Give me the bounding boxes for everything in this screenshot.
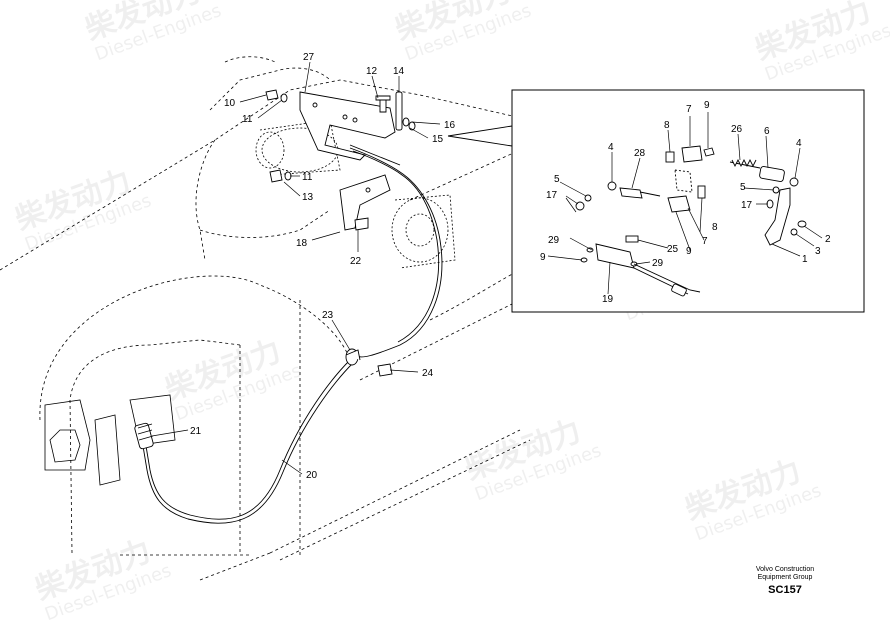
detail-callout-28: 28 (634, 148, 646, 159)
callout-13: 13 (302, 192, 314, 203)
detail-callout-29: 29 (548, 235, 560, 246)
callout-20: 20 (306, 470, 318, 481)
detail-callout-3: 3 (815, 246, 821, 257)
caption-org-line1: Volvo Construction (755, 566, 815, 573)
callout-14: 14 (393, 66, 405, 77)
detail-inset (447, 89, 865, 313)
detail-callout-17b: 17 (741, 200, 753, 211)
diagram-code: SC157 (768, 584, 802, 596)
cab-details (44, 394, 176, 486)
callout-11: 11 (242, 114, 253, 125)
leader-lines (151, 61, 823, 475)
detail-callout-1: 1 (802, 254, 808, 265)
callout-15: 15 (432, 134, 444, 145)
detail-callout-9b: 9 (686, 246, 692, 257)
detail-callout-7b: 7 (702, 236, 708, 247)
knob-21 (134, 422, 154, 450)
detail-parts (575, 145, 807, 297)
callout-24: 24 (422, 368, 434, 379)
detail-callout-4: 4 (608, 142, 614, 153)
diagram-caption: Volvo Construction Equipment Group SC157 (735, 566, 835, 596)
callout-12: 12 (366, 66, 378, 77)
detail-callout-4b: 4 (796, 138, 802, 149)
callout-16: 16 (444, 120, 456, 131)
callout-27: 27 (303, 52, 315, 63)
bolt-22 (354, 217, 369, 231)
clamp-23 (345, 348, 361, 366)
bolt-15-16 (402, 117, 416, 131)
bracket-27 (299, 91, 396, 161)
detail-callout-25: 25 (667, 244, 679, 255)
detail-callout-9c: 9 (540, 252, 546, 263)
detail-callout-8: 8 (664, 120, 670, 131)
detail-callout-5: 5 (554, 174, 560, 185)
callout-22: 22 (350, 256, 362, 267)
bolt-10 (265, 89, 288, 103)
bolt-24 (377, 363, 393, 377)
throttle-cable-20 (141, 144, 443, 524)
callout-10: 10 (224, 98, 236, 109)
link-14 (395, 91, 403, 131)
detail-callout-6: 6 (764, 126, 770, 137)
detail-callout-2: 2 (825, 234, 831, 245)
callout-labels: 27 12 14 10 11 16 15 11 13 18 22 23 24 2… (190, 52, 831, 481)
detail-callout-19: 19 (602, 294, 614, 305)
callout-11b: 11 (302, 172, 313, 183)
caption-org-line2: Equipment Group (757, 574, 813, 581)
callout-21: 21 (190, 426, 202, 437)
detail-callout-17: 17 (546, 190, 558, 201)
bolt-13 (269, 169, 292, 183)
callout-18: 18 (296, 238, 308, 249)
detail-callout-7: 7 (686, 104, 692, 115)
callout-23: 23 (322, 310, 334, 321)
detail-callout-9: 9 (704, 100, 710, 111)
bolt-12 (375, 95, 391, 113)
detail-callout-26: 26 (731, 124, 743, 135)
detail-callout-29b: 29 (652, 258, 664, 269)
detail-callout-8b: 8 (712, 222, 718, 233)
detail-callout-5b: 5 (740, 182, 746, 193)
bracket-18 (339, 174, 391, 231)
